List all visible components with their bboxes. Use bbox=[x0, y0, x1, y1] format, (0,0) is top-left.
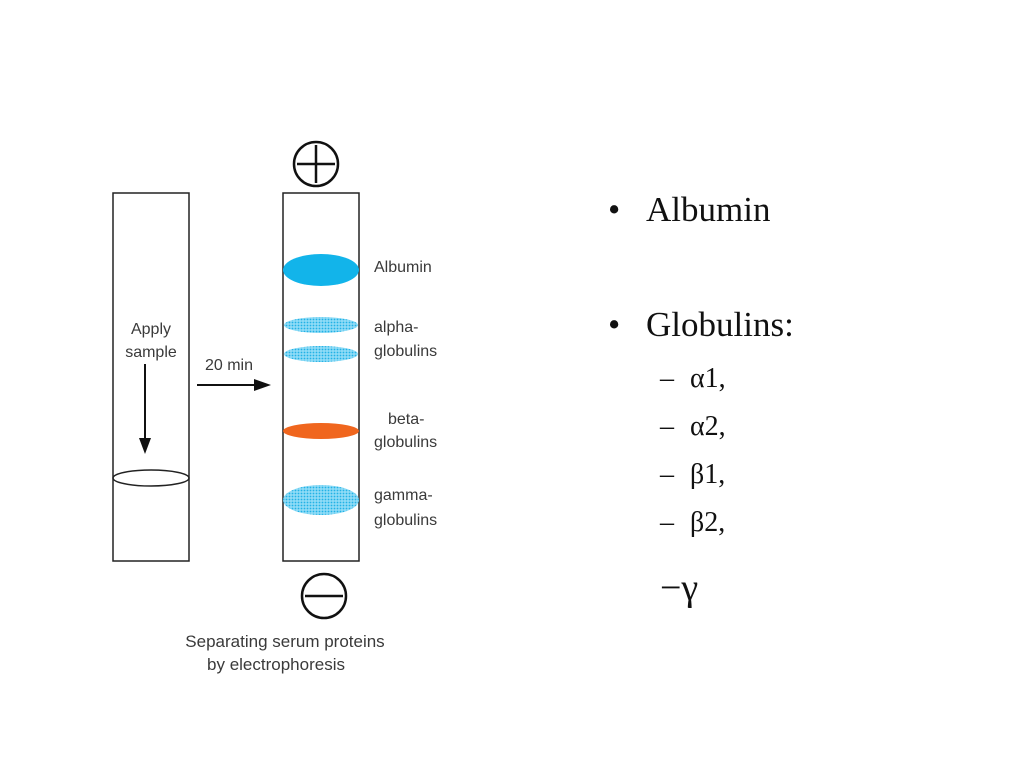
dash-marker: – bbox=[660, 507, 674, 538]
bullet-text: Globulins: bbox=[646, 305, 794, 344]
sample-tube bbox=[112, 192, 190, 562]
band-albumin bbox=[283, 254, 359, 286]
sample-ring bbox=[112, 469, 190, 487]
caption-line2: by electrophoresis bbox=[207, 655, 345, 674]
down-arrow-icon bbox=[139, 364, 151, 454]
label-gamma-line2: globulins bbox=[374, 512, 437, 529]
dash-marker: – bbox=[660, 411, 674, 442]
right-arrow-icon bbox=[197, 379, 271, 391]
label-gamma-line1: gamma- bbox=[374, 487, 433, 504]
sub-bullet-beta1: –β1, bbox=[660, 459, 725, 491]
bullet-globulins: • Globulins: bbox=[608, 305, 794, 345]
minus-circle-icon bbox=[300, 572, 348, 620]
band-beta-globulins bbox=[283, 423, 359, 439]
sub-bullet-alpha2: –α2, bbox=[660, 411, 726, 443]
sub-bullet-text: α1, bbox=[690, 363, 726, 394]
bullet-marker: • bbox=[608, 190, 621, 229]
sub-bullet-text: β1, bbox=[690, 459, 726, 490]
plus-circle-icon bbox=[292, 140, 340, 188]
bullet-marker: • bbox=[608, 305, 621, 344]
sub-bullet-alpha1: –α1, bbox=[660, 363, 726, 395]
band-alpha-globulins-2 bbox=[284, 346, 358, 362]
label-beta-line2: globulins bbox=[374, 434, 437, 451]
band-alpha-globulins-1 bbox=[284, 317, 358, 333]
band-gamma-globulins bbox=[283, 485, 359, 515]
electrophoresis-diagram: Apply sample 20 min Albumin alpha- globu… bbox=[112, 140, 437, 674]
bullet-albumin: • Albumin bbox=[608, 190, 770, 230]
label-albumin: Albumin bbox=[374, 259, 432, 276]
dash-marker: – bbox=[660, 459, 674, 490]
sub-bullet-beta2: –β2, bbox=[660, 507, 725, 539]
sub-bullet-text: β2, bbox=[690, 507, 726, 538]
apply-label-line1: Apply bbox=[131, 321, 171, 338]
label-beta-line1: beta- bbox=[388, 411, 424, 428]
gel-column bbox=[282, 192, 360, 562]
dash-marker: – bbox=[660, 363, 674, 394]
caption-line1: Separating serum proteins bbox=[185, 632, 384, 651]
sub-bullet-gamma: −γ bbox=[660, 568, 698, 608]
label-alpha-line1: alpha- bbox=[374, 319, 418, 336]
bullet-text: Albumin bbox=[646, 190, 771, 229]
label-alpha-line2: globulins bbox=[374, 343, 437, 360]
sub-bullet-text: −γ bbox=[660, 567, 699, 609]
apply-label-line2: sample bbox=[125, 344, 177, 361]
duration-label: 20 min bbox=[205, 357, 253, 374]
sub-bullet-text: α2, bbox=[690, 411, 726, 442]
